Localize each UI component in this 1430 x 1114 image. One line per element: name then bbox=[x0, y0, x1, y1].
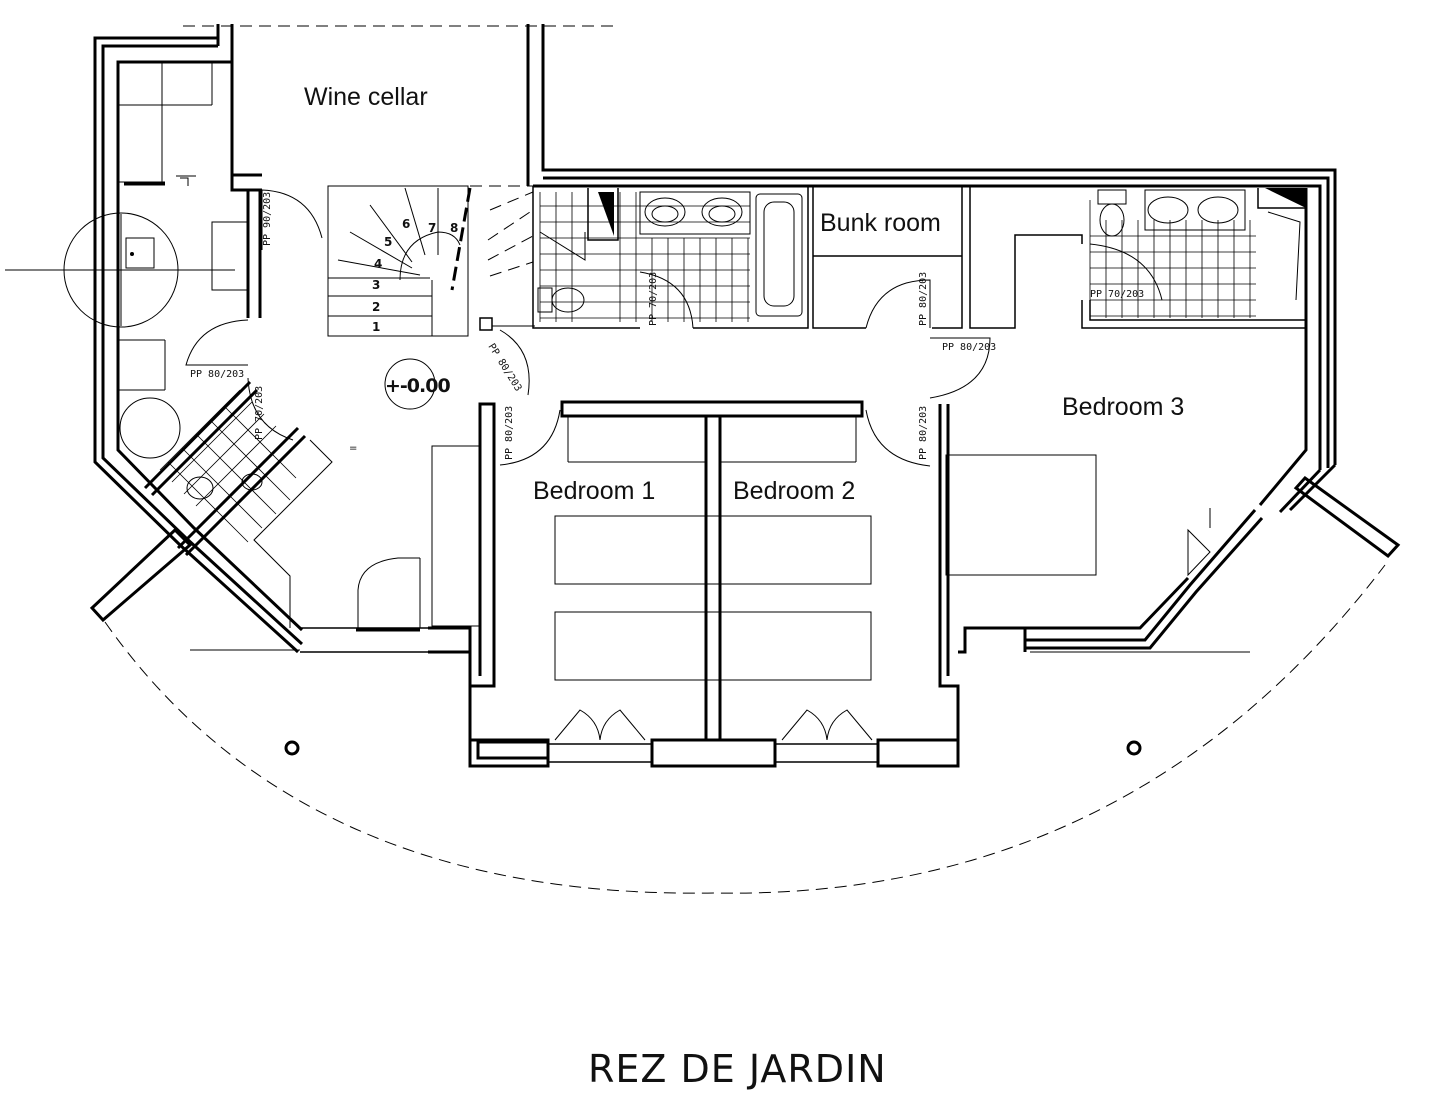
door-tag: PP 80/203 bbox=[918, 406, 929, 460]
exterior-walls bbox=[93, 24, 1337, 654]
room-label-bunk-room: Bunk room bbox=[820, 209, 941, 237]
bathroom-tiles-main bbox=[159, 192, 1256, 543]
level-marker: +-0.00 bbox=[385, 375, 450, 397]
door-tag: PP 70/203 bbox=[254, 386, 265, 440]
door-tag: PP 80/203 bbox=[942, 342, 996, 353]
room-label-wine-cellar: Wine cellar bbox=[304, 83, 428, 111]
room-label-bedroom-3: Bedroom 3 bbox=[1062, 393, 1184, 421]
garden-boundary-arc bbox=[104, 564, 1386, 894]
sink-icon bbox=[701, 197, 743, 227]
bedroom-walls bbox=[431, 400, 1097, 740]
bathroom-fixtures bbox=[186, 189, 1246, 500]
toilet-icon bbox=[1099, 203, 1125, 237]
door-tag: PP 70/203 bbox=[1090, 289, 1144, 300]
shaft-fill-right bbox=[1265, 188, 1306, 208]
interior-walls bbox=[5, 62, 1306, 628]
stair-step-number: 1 bbox=[372, 320, 380, 334]
toilet-icon bbox=[186, 476, 214, 500]
stair-step-number: 5 bbox=[384, 235, 392, 249]
stair-step-number: 7 bbox=[428, 221, 436, 235]
room-label-bedroom-2: Bedroom 2 bbox=[733, 477, 855, 505]
column-marker-right bbox=[1126, 740, 1142, 756]
small-marker: = bbox=[349, 443, 357, 454]
level-marker-circle bbox=[384, 358, 436, 410]
door-tag: PP 70/203 bbox=[648, 272, 659, 326]
stair-step-number: 2 bbox=[372, 300, 380, 314]
toilet-icon bbox=[551, 287, 585, 313]
staircase bbox=[327, 185, 535, 337]
door-tags: PP 90/203 PP 80/203 PP 70/203 PP 80/203 … bbox=[190, 192, 1144, 460]
stair-step-number: 6 bbox=[402, 217, 410, 231]
stair-step-number: 8 bbox=[450, 221, 458, 235]
door-swings bbox=[185, 189, 1301, 577]
door-tag: PP 80/203 bbox=[918, 272, 929, 326]
plan-title: REZ DE JARDIN bbox=[588, 1047, 887, 1091]
sink-icon bbox=[1197, 196, 1239, 224]
room-labels: Wine cellar Bunk room Bedroom 1 Bedroom … bbox=[304, 83, 1184, 505]
door-tag: PP 80/203 bbox=[190, 369, 244, 380]
stair-step-numbers: 1 2 3 4 5 6 7 8 bbox=[372, 217, 458, 334]
sink-icon bbox=[644, 197, 686, 227]
stair-step-number: 4 bbox=[374, 257, 382, 271]
left-diagonal-wall bbox=[89, 527, 193, 623]
stair-step-number: 3 bbox=[372, 278, 380, 292]
bottom-walls bbox=[190, 402, 1250, 768]
sink-icon bbox=[1147, 196, 1189, 224]
door-tag: PP 80/203 bbox=[485, 342, 523, 394]
right-diagonal-wall bbox=[1293, 475, 1401, 559]
bathtub-icon bbox=[755, 193, 803, 317]
column-marker-left bbox=[284, 740, 300, 756]
room-label-bedroom-1: Bedroom 1 bbox=[533, 477, 655, 505]
arrow-marker bbox=[176, 175, 196, 186]
sink-icon bbox=[241, 473, 263, 491]
door-tag: PP 90/203 bbox=[262, 192, 273, 246]
shaft-fill-left bbox=[598, 192, 614, 236]
round-table bbox=[119, 397, 181, 459]
door-tag: PP 80/203 bbox=[504, 406, 515, 460]
